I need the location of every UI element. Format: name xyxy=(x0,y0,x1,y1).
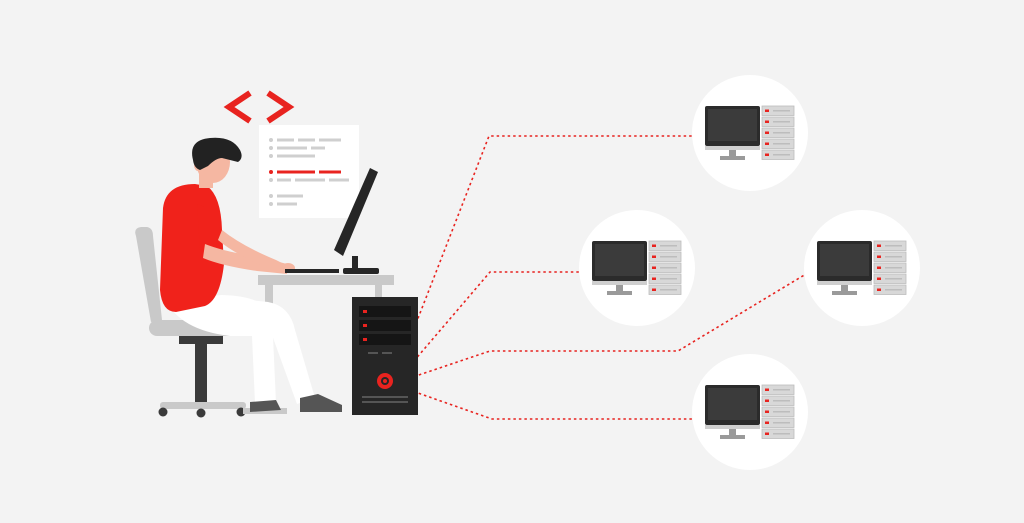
desktop-with-server-icon xyxy=(817,240,907,295)
monitor xyxy=(334,168,379,274)
connection-line-bottom xyxy=(397,385,694,420)
network-node xyxy=(804,210,920,326)
connection-line-middle-left xyxy=(395,271,582,383)
connection-lines xyxy=(393,135,807,420)
computer-tower xyxy=(352,297,418,415)
code-brackets-icon xyxy=(223,90,295,124)
network-node xyxy=(692,354,808,470)
connection-line-top xyxy=(393,135,693,381)
desktop-with-server-icon xyxy=(592,240,682,295)
code-document-icon xyxy=(259,125,359,218)
desktop-with-server-icon xyxy=(705,384,795,439)
desktop-with-server-icon xyxy=(705,105,795,160)
network-nodes xyxy=(579,75,920,470)
person-developer xyxy=(160,137,342,412)
network-node xyxy=(692,75,808,191)
connection-line-middle-right xyxy=(397,273,807,383)
keyboard xyxy=(285,269,339,273)
network-node xyxy=(579,210,695,326)
